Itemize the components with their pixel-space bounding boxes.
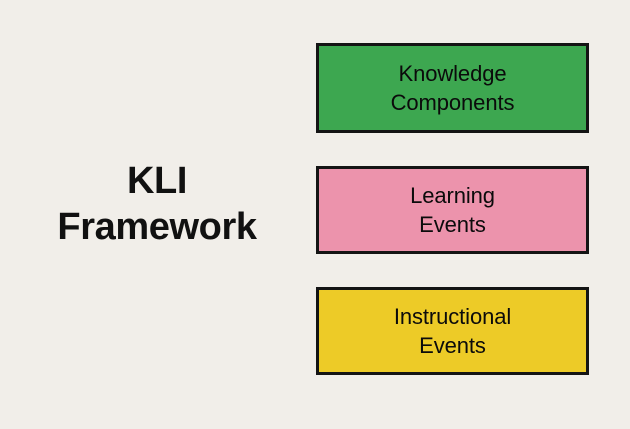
framework-box-learning-events[interactable]: Learning Events: [316, 166, 589, 254]
framework-box-knowledge-components[interactable]: Knowledge Components: [316, 43, 589, 133]
framework-box-label: Instructional Events: [393, 304, 512, 358]
framework-box-label: Learning Events: [410, 183, 495, 237]
page-title: KLI Framework: [57, 160, 257, 248]
framework-box-instructional-events[interactable]: Instructional Events: [316, 287, 589, 375]
framework-box-label: Knowledge Components: [390, 61, 515, 115]
framework-box-group: Knowledge Components Learning Events Ins…: [316, 43, 589, 375]
